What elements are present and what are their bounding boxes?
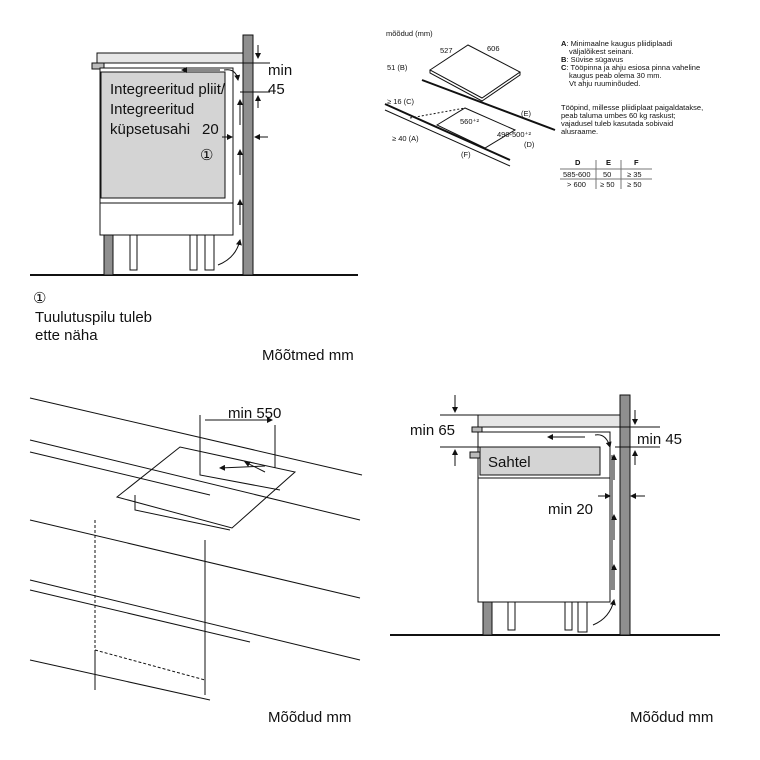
- legend: A: Minimaalne kaugus pliidiplaadi väljal…: [561, 39, 700, 88]
- dim-label: (E): [521, 109, 532, 118]
- svg-text:585-600: 585-600: [563, 170, 591, 179]
- dim-label: 490-500⁺²: [497, 130, 531, 139]
- dim-label: 606: [487, 44, 500, 53]
- svg-text:50: 50: [603, 170, 611, 179]
- dim-label: (D): [524, 140, 535, 149]
- appliance-panel: [100, 71, 226, 199]
- dim-min-65: min 65: [410, 422, 455, 439]
- dim-label: ≥ 40 (A): [392, 134, 419, 143]
- drawer-label: Sahtel: [488, 454, 531, 471]
- svg-text:Vt ahju ruuminõuded.: Vt ahju ruuminõuded.: [569, 79, 640, 88]
- diagram-drawer-cabinet: min 65 min 45 Sahtel min 20 Mõõdud mm: [390, 394, 720, 726]
- diagram-built-in-oven: min 45 Integreeritud pliit/ Integreeritu…: [30, 34, 358, 364]
- diagram-hob-cutout: mõõdud (mm) 527 606 51 (B) ≥ 16 (C) ≥ 40…: [384, 29, 703, 189]
- dim-label: (F): [461, 150, 471, 159]
- svg-text:vajadusel tuleb kasutada sobiv: vajadusel tuleb kasutada sobivaid: [561, 119, 673, 128]
- svg-text:≥ 50: ≥ 50: [627, 180, 642, 189]
- dim-20-label: 20: [202, 121, 219, 138]
- countertop: [477, 414, 621, 428]
- note-text: ette näha: [35, 327, 98, 344]
- svg-text:A: Minimaalne kaugus pliidipla: A: Minimaalne kaugus pliidiplaadi: [561, 39, 673, 48]
- countertop: [96, 52, 244, 64]
- airflow-arrow: [223, 69, 241, 81]
- units-label: Mõõdud mm: [268, 709, 351, 726]
- airflow-arrow: [217, 239, 242, 266]
- svg-text:C: Tööpinna ja ahju esiosa pin: C: Tööpinna ja ahju esiosa pinna vahelin…: [561, 63, 700, 72]
- units-label: mõõdud (mm): [386, 29, 433, 38]
- dim-45-label: 45: [268, 81, 285, 98]
- units-label: Mõõtmed mm: [262, 347, 354, 364]
- dimension-table: D E F 585-600 50 ≥ 35 > 600 ≥ 50 ≥ 50: [560, 158, 652, 189]
- diagram-perspective-cabinet: min 550 Mõõdud mm: [29, 397, 363, 726]
- appliance-label: küpsetusahi: [110, 121, 190, 138]
- wall: [242, 34, 254, 276]
- svg-text:F: F: [634, 158, 639, 167]
- svg-text:D: D: [575, 158, 581, 167]
- svg-text:alusraame.: alusraame.: [561, 127, 598, 136]
- dim-min-550: min 550: [228, 405, 281, 422]
- dim-min-20: min 20: [548, 501, 593, 518]
- dim-label: ≥ 16 (C): [387, 97, 415, 106]
- dim-min-label: min: [268, 62, 292, 79]
- leg: [482, 601, 493, 636]
- svg-text:> 600: > 600: [567, 180, 586, 189]
- svg-text:B: Süvise sügavus: B: Süvise sügavus: [561, 55, 623, 64]
- svg-text:peab taluma umbes 60 kg raskus: peab taluma umbes 60 kg raskust;: [561, 111, 676, 120]
- svg-text:väljalõikest seinani.: väljalõikest seinani.: [569, 47, 634, 56]
- appliance-label: Integreeritud pliit/: [110, 81, 226, 98]
- wall: [619, 394, 631, 636]
- leg: [103, 234, 114, 276]
- marker-1: ①: [200, 147, 213, 164]
- svg-text:kaugus peab olema 30 mm.: kaugus peab olema 30 mm.: [569, 71, 662, 80]
- leg: [129, 234, 138, 271]
- svg-text:≥ 50: ≥ 50: [600, 180, 615, 189]
- load-note: Tööpind, millesse pliidiplaat paigaldata…: [561, 103, 703, 136]
- dim-label: 527: [440, 46, 453, 55]
- note-text: Tuulutuspilu tuleb: [35, 309, 152, 326]
- leg: [204, 234, 215, 271]
- cutout: [115, 446, 297, 529]
- dim-label: 51 (B): [387, 63, 408, 72]
- countertop-edge: [91, 62, 105, 70]
- drawer: [479, 446, 601, 476]
- svg-text:E: E: [606, 158, 611, 167]
- units-label: Mõõdud mm: [630, 709, 713, 726]
- dim-label: 560⁺²: [460, 117, 479, 126]
- svg-text:Tööpind, millesse pliidiplaat: Tööpind, millesse pliidiplaat paigaldata…: [561, 103, 703, 112]
- leg: [189, 234, 198, 271]
- dim-min-45: min 45: [637, 431, 682, 448]
- plinth: [99, 202, 234, 236]
- appliance-label: Integreeritud: [110, 101, 194, 118]
- note-marker: ①: [33, 290, 46, 307]
- svg-text:≥ 35: ≥ 35: [627, 170, 642, 179]
- cutout: [435, 107, 517, 149]
